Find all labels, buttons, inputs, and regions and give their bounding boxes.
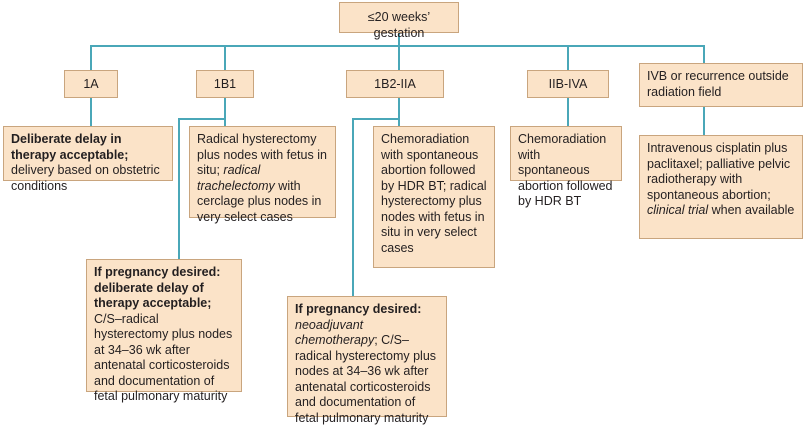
connector-1b1-split — [178, 118, 226, 120]
pregnancy-1b1-box: If pregnancy desired: deliberate delay o… — [86, 259, 242, 403]
connector-to-1b1 — [224, 45, 226, 70]
pregnancy-1b2-bold: If pregnancy desired: — [295, 302, 422, 316]
treatment-ivb-post: when available — [708, 203, 795, 217]
connector-1b2-pregnancy — [352, 118, 354, 296]
connector-ivb-down — [703, 107, 705, 135]
treatment-ivb-box: Intravenous cisplatin plus paclitaxel; p… — [639, 135, 803, 239]
stage-ivb-label: IVB or recurrence outside radiation fiel… — [647, 69, 789, 99]
treatment-1b2-box: Chemoradiation with spontaneous abortion… — [373, 126, 495, 268]
stage-1b1-label: 1B1 — [213, 77, 237, 91]
treatment-iib-box: Chemoradiation with spontaneous abortion… — [510, 126, 622, 208]
stage-iib-iva-label: IIB-IVA — [548, 77, 588, 91]
stage-1b2-iia-box: 1B2-IIA — [346, 70, 444, 98]
stage-ivb-box: IVB or recurrence outside radiation fiel… — [639, 63, 803, 107]
root-label: ≤20 weeks’ gestation — [367, 10, 431, 40]
stage-1b2-iia-label: 1B2-IIA — [374, 77, 416, 91]
treatment-ivb-pre: Intravenous cisplatin plus paclitaxel; p… — [647, 141, 791, 202]
stage-1a-label: 1A — [83, 77, 99, 91]
pregnancy-1b2-box: If pregnancy desired: neoadjuvant chemot… — [287, 296, 447, 425]
pregnancy-1b2-text: ; C/S–radical hysterectomy plus nodes at… — [295, 333, 437, 425]
treatment-ivb-italic: clinical trial — [647, 203, 709, 217]
connector-to-ivb — [703, 45, 705, 63]
connector-1b2-down — [398, 98, 400, 126]
treatment-1b1-post: with cerclage plus nodes in very select … — [197, 178, 322, 224]
stage-1b1-box: 1B1 — [196, 70, 254, 98]
connector-horizontal-bar — [90, 45, 705, 47]
connector-1b1-pregnancy — [178, 118, 180, 259]
treatment-1a-bold: Deliberate delay in therapy acceptable; — [11, 132, 129, 162]
connector-1b1-down — [224, 98, 226, 126]
treatment-1b1-box: Radical hysterectomy plus nodes with fet… — [189, 126, 336, 224]
connector-1b2-split — [352, 118, 400, 120]
pregnancy-1b1-text: C/S–radical hysterectomy plus nodes at 3… — [94, 311, 233, 404]
connector-root-down — [398, 33, 400, 46]
root-gestation-box: ≤20 weeks’ gestation — [339, 2, 459, 40]
connector-to-1a — [90, 45, 92, 70]
connector-to-iib — [567, 45, 569, 70]
connector-1a-down — [90, 98, 92, 126]
stage-iib-iva-box: IIB-IVA — [527, 70, 609, 98]
pregnancy-1b1-bold: If pregnancy desired: deliberate delay o… — [94, 265, 221, 310]
connector-to-1b2 — [398, 45, 400, 70]
treatment-1a-text: delivery based on obstetric conditions — [11, 163, 160, 193]
treatment-1b2-text: Chemoradiation with spontaneous abortion… — [381, 132, 487, 255]
stage-1a-box: 1A — [64, 70, 118, 98]
pregnancy-1b2-italic: neoadjuvant chemotherapy — [295, 317, 375, 348]
treatment-iib-text: Chemoradiation with spontaneous abortion… — [518, 132, 613, 208]
treatment-1a-box: Deliberate delay in therapy acceptable; … — [3, 126, 173, 193]
treatment-1b1-italic: radical trachelectomy — [197, 163, 275, 193]
connector-iib-down — [567, 98, 569, 126]
treatment-1b1-pre: Radical hysterectomy plus nodes with fet… — [197, 132, 327, 177]
